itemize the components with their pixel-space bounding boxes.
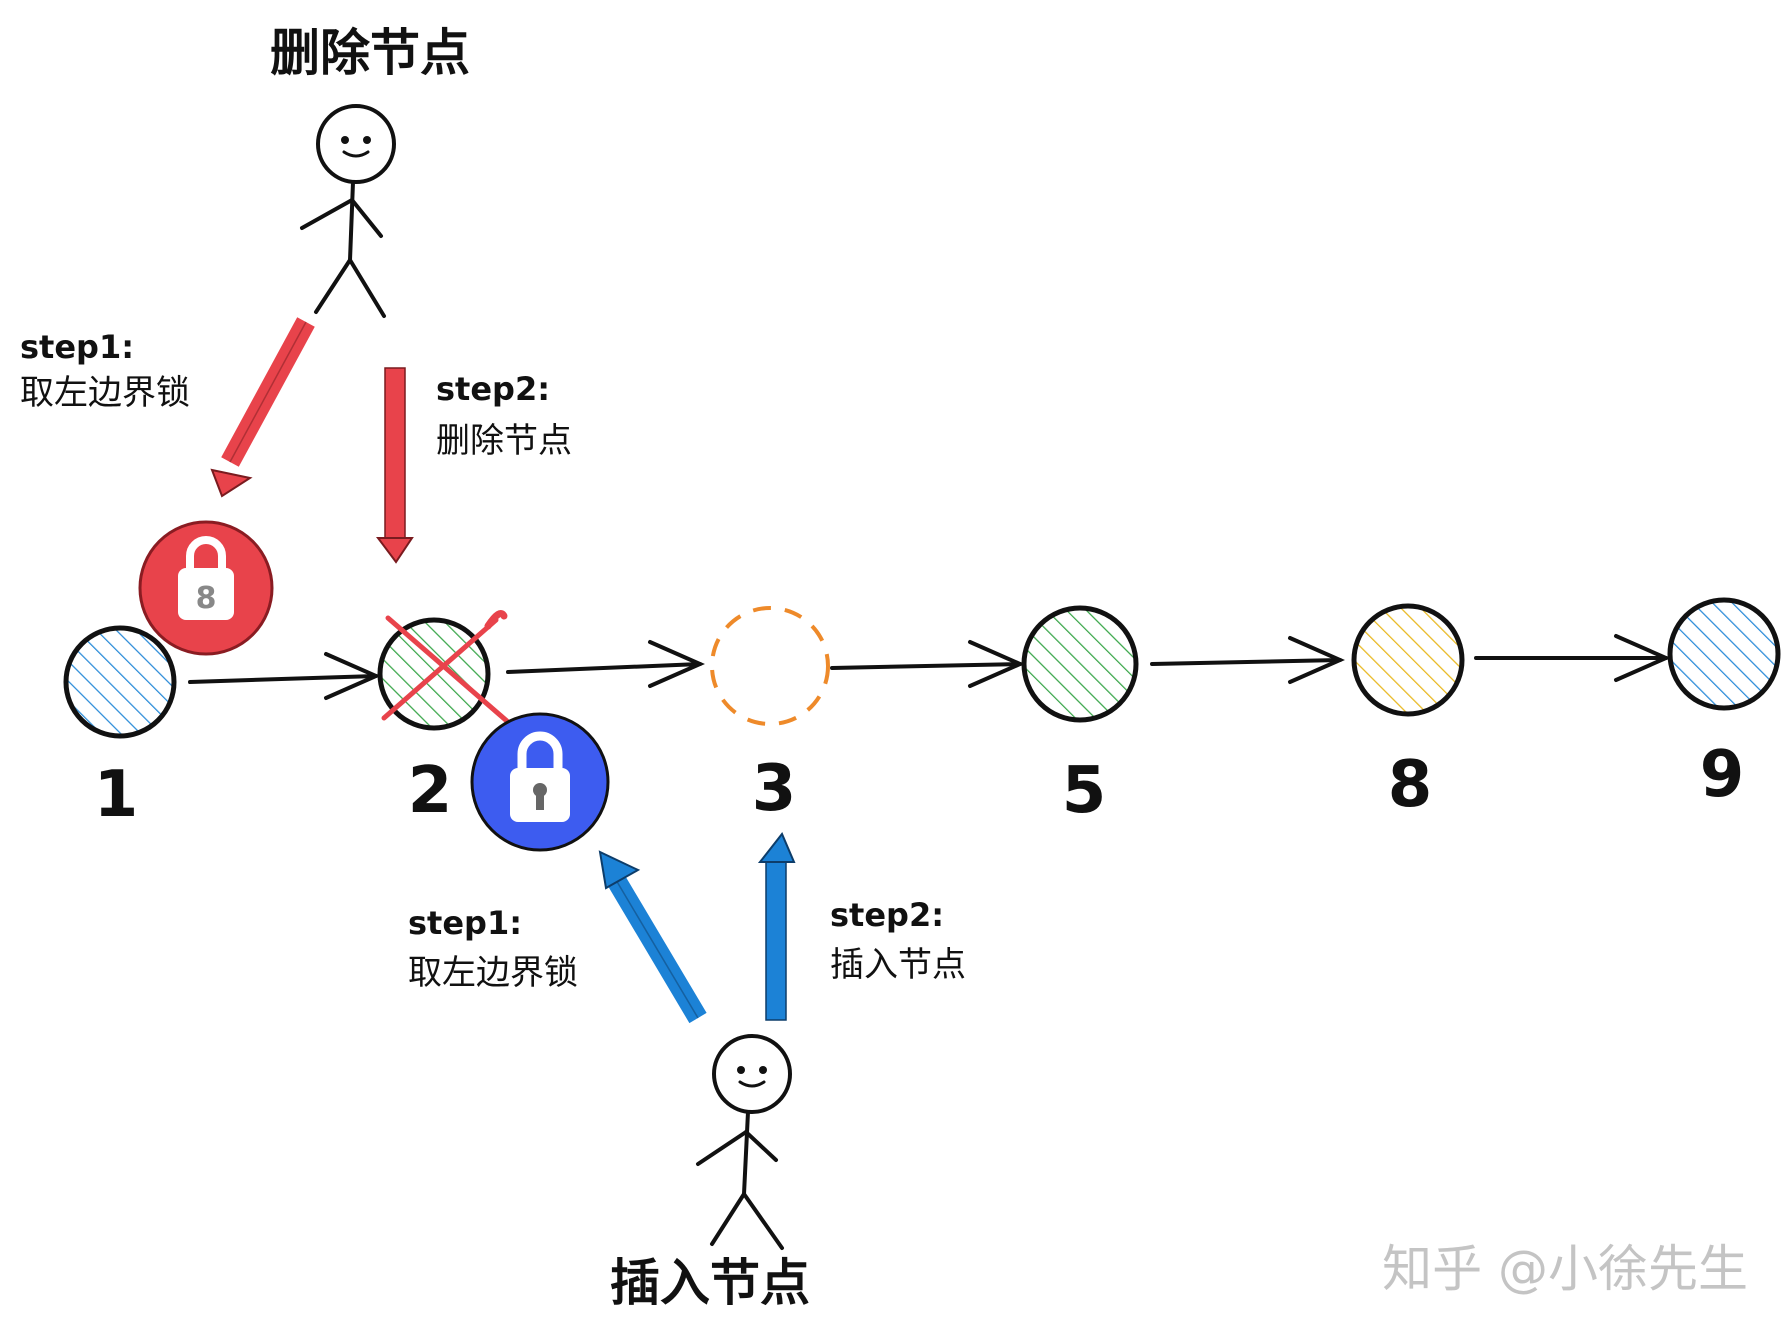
link-arrows (188, 634, 1671, 700)
insert-step1-arrow (598, 850, 707, 1024)
red-lock-icon: 8 (138, 520, 274, 656)
node-2 (377, 610, 511, 731)
link-arrow-1-2 (188, 652, 381, 700)
insert-actor-title: 插入节点 (610, 1254, 810, 1312)
blue-lock-icon (470, 712, 610, 852)
node-label-2: 2 (408, 754, 453, 828)
watermark: 知乎 @小徐先生 (1382, 1240, 1748, 1298)
insert-step2-arrow (757, 832, 796, 1021)
delete-step1-label: step1: (20, 328, 134, 366)
delete-figure-head (316, 104, 396, 184)
delete-actor-title: 删除节点 (270, 24, 470, 82)
node-8 (1351, 603, 1465, 717)
delete-step1-desc: 取左边界锁 (20, 373, 190, 413)
node-label-3: 3 (752, 752, 797, 826)
svg-text:8: 8 (196, 581, 217, 616)
insert-step2-desc: 插入节点 (830, 945, 966, 985)
node-label-5: 5 (1062, 754, 1107, 828)
delete-step1-arrow (210, 317, 315, 498)
link-arrow-3-5 (830, 640, 1025, 688)
node-3 (710, 606, 830, 726)
insert-figure-head (712, 1034, 792, 1114)
insert-step1-label: step1: (408, 904, 522, 942)
link-arrow-5-8 (1150, 636, 1345, 684)
insert-step1-desc: 取左边界锁 (408, 953, 578, 993)
node-9 (1667, 597, 1781, 711)
delete-stick-figure (300, 104, 396, 318)
link-arrow-2-3 (506, 640, 705, 688)
insert-step2-label: step2: (830, 896, 944, 934)
node-5 (1021, 605, 1139, 723)
delete-step2-desc: 删除节点 (436, 421, 572, 461)
node-1 (63, 625, 177, 739)
link-arrow-8-9 (1474, 634, 1671, 682)
delete-step2-arrow (376, 367, 414, 564)
delete-step2-label: step2: (436, 370, 550, 408)
node-label-8: 8 (1388, 748, 1433, 822)
node-label-1: 1 (94, 758, 139, 832)
delete-cross-mark (381, 610, 511, 725)
insert-stick-figure (696, 1034, 792, 1250)
node-label-9: 9 (1700, 738, 1745, 812)
